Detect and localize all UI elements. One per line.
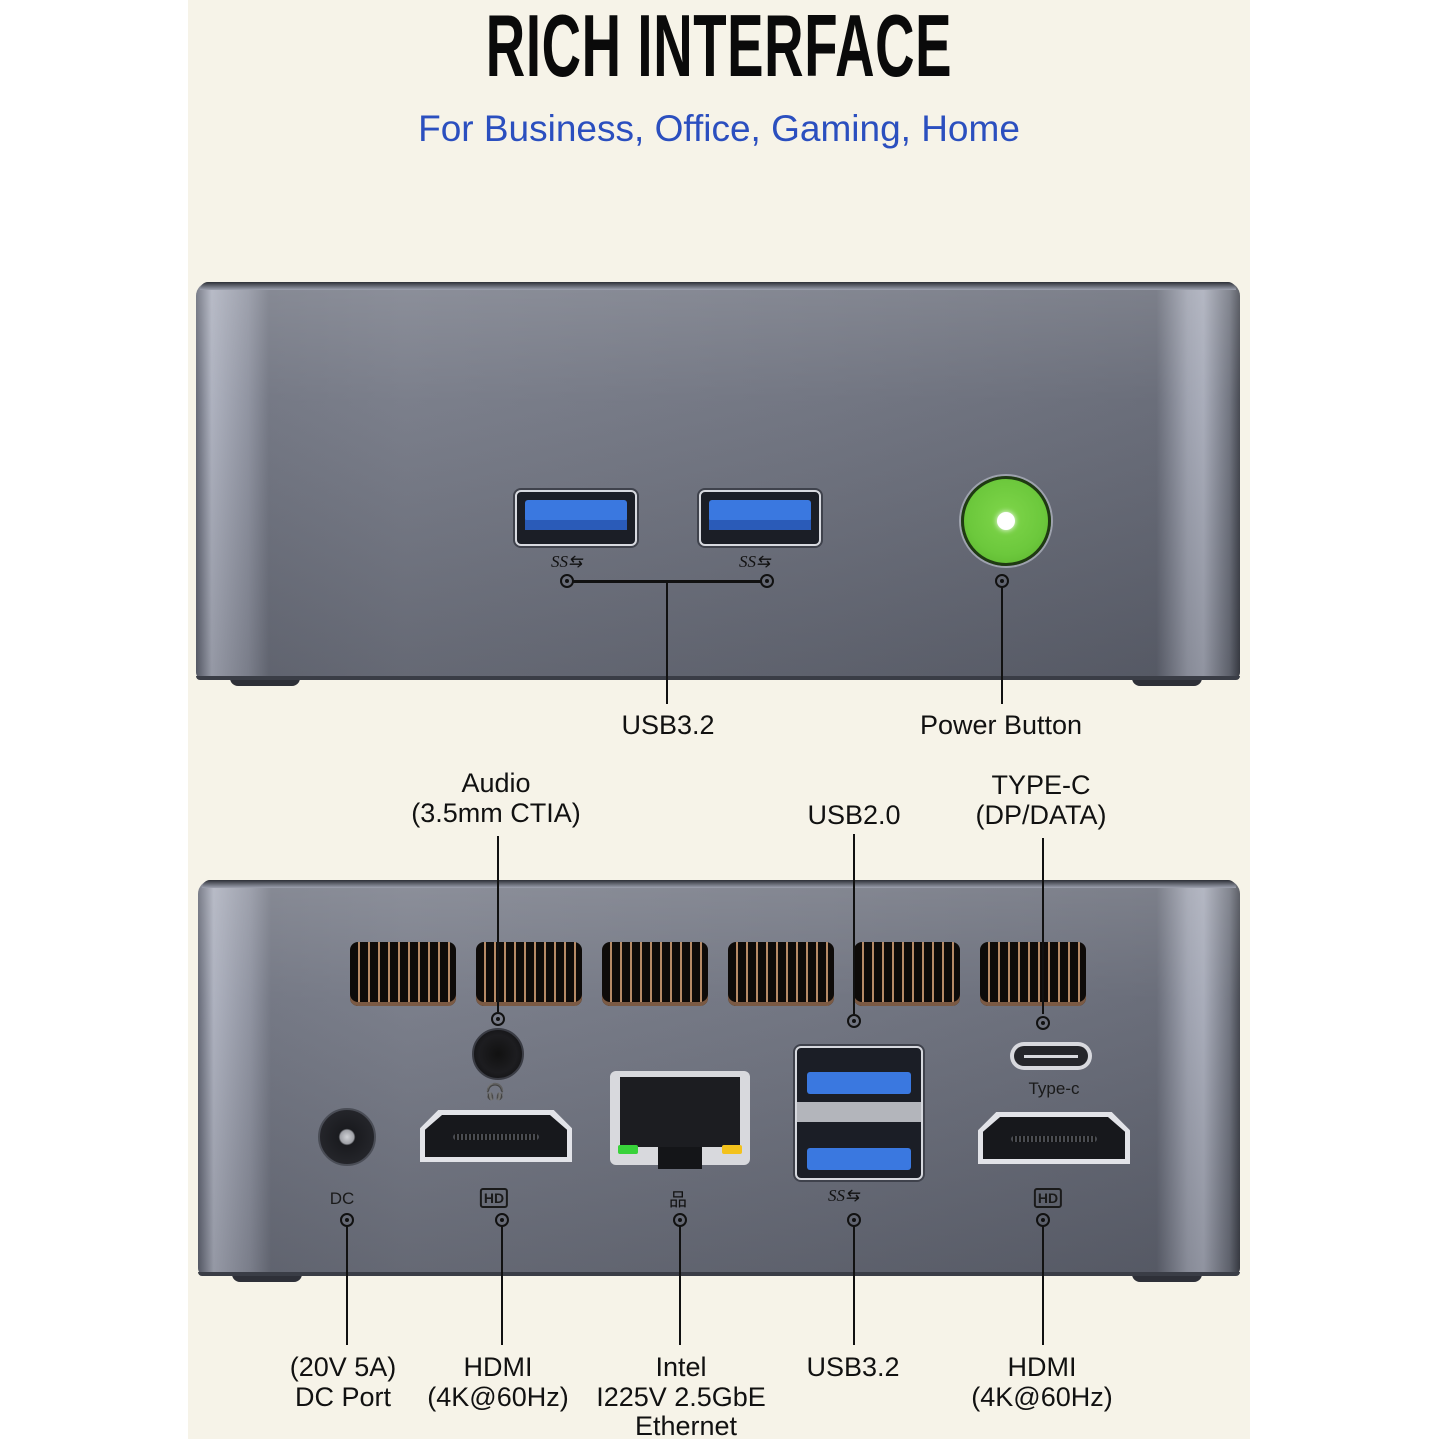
- hdmi-icon: HD: [1033, 1188, 1063, 1208]
- callout-line: [572, 580, 762, 583]
- rear-usb-ports-stacked: [795, 1046, 923, 1180]
- device-foot: [1132, 678, 1202, 686]
- callout-dot: [1036, 1016, 1050, 1030]
- vent-grille: [728, 942, 834, 1006]
- typec-marking: Type-c: [1028, 1079, 1080, 1098]
- dc-marking: DC: [329, 1189, 355, 1208]
- dc-power-jack: [318, 1108, 376, 1166]
- lan-led-green: [618, 1145, 638, 1154]
- callout-audio-line2: (3.5mm CTIA): [411, 798, 581, 828]
- callout-power-button: Power Button: [919, 710, 1083, 740]
- page-subtitle: For Business, Office, Gaming, Home: [418, 108, 1020, 149]
- callout-hdmi-right-line2: (4K@60Hz): [971, 1382, 1113, 1412]
- callout-usb32-rear: USB3.2: [806, 1352, 900, 1382]
- superspeed-usb-icon: SS⇆: [828, 1186, 860, 1205]
- vent-grille: [350, 942, 456, 1006]
- lan-led-yellow: [722, 1145, 742, 1154]
- hdmi-port-left: [420, 1110, 572, 1162]
- front-usb3-port-right: [699, 490, 821, 546]
- callout-hdmi-left-line2: (4K@60Hz): [427, 1382, 569, 1412]
- front-usb3-port-left: [515, 490, 637, 546]
- callout-line: [1001, 586, 1003, 704]
- callout-line: [853, 1225, 855, 1345]
- vent-grille: [476, 942, 582, 1006]
- superspeed-usb-icon: SS⇆: [551, 552, 583, 571]
- callout-line: [501, 1225, 503, 1345]
- callout-line: [346, 1225, 348, 1345]
- callout-ethernet-line2: I225V 2.5GbE: [596, 1382, 766, 1412]
- power-led-icon: [997, 512, 1015, 530]
- callout-line: [853, 834, 855, 1014]
- callout-line: [679, 1225, 681, 1345]
- typec-port: [1010, 1042, 1092, 1070]
- callout-dot: [847, 1014, 861, 1028]
- device-foot: [1132, 1274, 1202, 1282]
- callout-dc-line1: (20V 5A): [289, 1352, 397, 1382]
- front-device: [196, 282, 1240, 680]
- callout-dot: [491, 1012, 505, 1026]
- callout-typec-line1: TYPE-C: [991, 770, 1091, 800]
- callout-typec-line2: (DP/DATA): [975, 800, 1107, 830]
- callout-line: [497, 836, 499, 1012]
- network-icon: 品: [669, 1190, 687, 1210]
- superspeed-usb-icon: SS⇆: [739, 552, 771, 571]
- vent-grille: [854, 942, 960, 1006]
- callout-ethernet-line3: Ethernet: [634, 1411, 738, 1441]
- hdmi-port-right: [978, 1112, 1130, 1164]
- callout-dc-line2: DC Port: [294, 1382, 392, 1412]
- callout-usb32-front: USB3.2: [621, 710, 715, 740]
- callout-line: [1042, 838, 1044, 1014]
- headphone-icon: 🎧: [485, 1084, 505, 1101]
- callout-hdmi-right-line1: HDMI: [1007, 1352, 1077, 1382]
- audio-jack: [472, 1028, 524, 1080]
- callout-line: [666, 582, 668, 704]
- vent-grille: [602, 942, 708, 1006]
- hdmi-icon: HD: [479, 1188, 509, 1208]
- power-button[interactable]: [961, 476, 1051, 566]
- callout-ethernet-line1: Intel: [655, 1352, 707, 1382]
- callout-hdmi-left-line1: HDMI: [463, 1352, 533, 1382]
- callout-dot: [760, 574, 774, 588]
- device-foot: [230, 678, 300, 686]
- callout-line: [1042, 1225, 1044, 1345]
- ethernet-port: [610, 1071, 750, 1169]
- callout-audio-line1: Audio: [461, 768, 531, 798]
- device-foot: [232, 1274, 302, 1282]
- page-title: RICH INTERFACE: [485, 0, 953, 95]
- callout-usb20: USB2.0: [807, 800, 901, 830]
- vent-grille: [980, 942, 1086, 1006]
